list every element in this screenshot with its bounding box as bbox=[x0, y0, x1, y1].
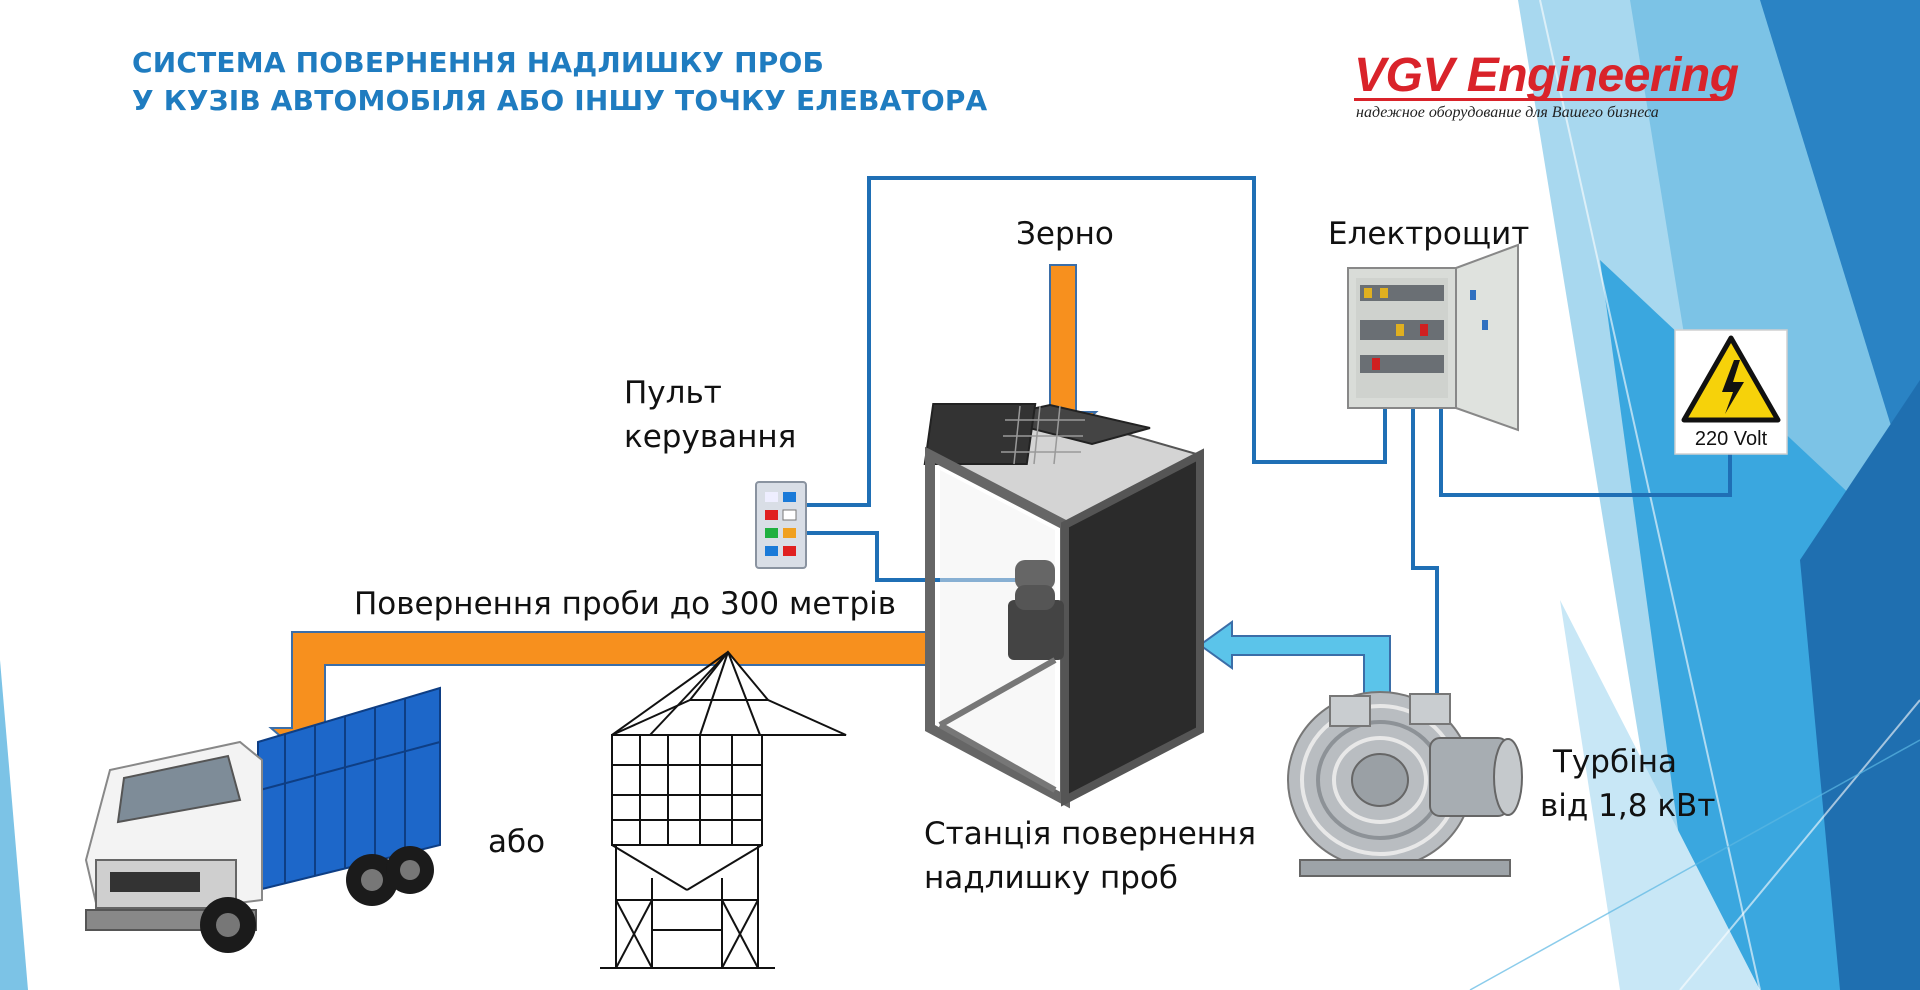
silo-icon bbox=[600, 650, 847, 969]
air-flow-arrow bbox=[1198, 620, 1391, 706]
label-grain: Зерно bbox=[1016, 216, 1114, 252]
page-title: СИСТЕМА ПОВЕРНЕННЯ НАДЛИШКУ ПРОБ У КУЗІВ… bbox=[132, 44, 987, 120]
logo-underline bbox=[1354, 98, 1720, 101]
logo-tagline: надежное оборудование для Вашего бизнеса bbox=[1356, 104, 1659, 121]
label-turbine-line1: Турбіна bbox=[1553, 744, 1677, 780]
remote-icon bbox=[755, 481, 807, 569]
company-logo: VGV Engineering надежное оборудование дл… bbox=[1354, 48, 1739, 124]
label-return: Повернення проби до 300 метрів bbox=[354, 586, 897, 622]
truck-icon bbox=[84, 686, 441, 953]
logo-name: VGV Engineering bbox=[1354, 49, 1739, 102]
cabinet-icon bbox=[1347, 243, 1519, 432]
label-panel: Електрощит bbox=[1328, 216, 1530, 252]
label-station-line1: Станція повернення bbox=[924, 816, 1256, 852]
label-station-line2: надлишку проб bbox=[924, 860, 1178, 896]
control-cables bbox=[806, 176, 1732, 712]
label-or: або bbox=[488, 824, 546, 860]
warning-icon bbox=[1674, 329, 1788, 455]
title-line-1: СИСТЕМА ПОВЕРНЕННЯ НАДЛИШКУ ПРОБ bbox=[132, 46, 825, 79]
label-turbine-line2: від 1,8 кВт bbox=[1540, 788, 1716, 824]
station-icon bbox=[923, 403, 1204, 809]
label-remote-line1: Пульт bbox=[624, 375, 722, 411]
turbine-icon bbox=[1287, 691, 1523, 877]
title-line-2: У КУЗІВ АВТОМОБІЛЯ АБО ІНШУ ТОЧКУ ЕЛЕВАТ… bbox=[132, 84, 988, 117]
label-remote-line2: керування bbox=[624, 419, 797, 455]
label-voltage: 220 Volt bbox=[1694, 428, 1768, 450]
